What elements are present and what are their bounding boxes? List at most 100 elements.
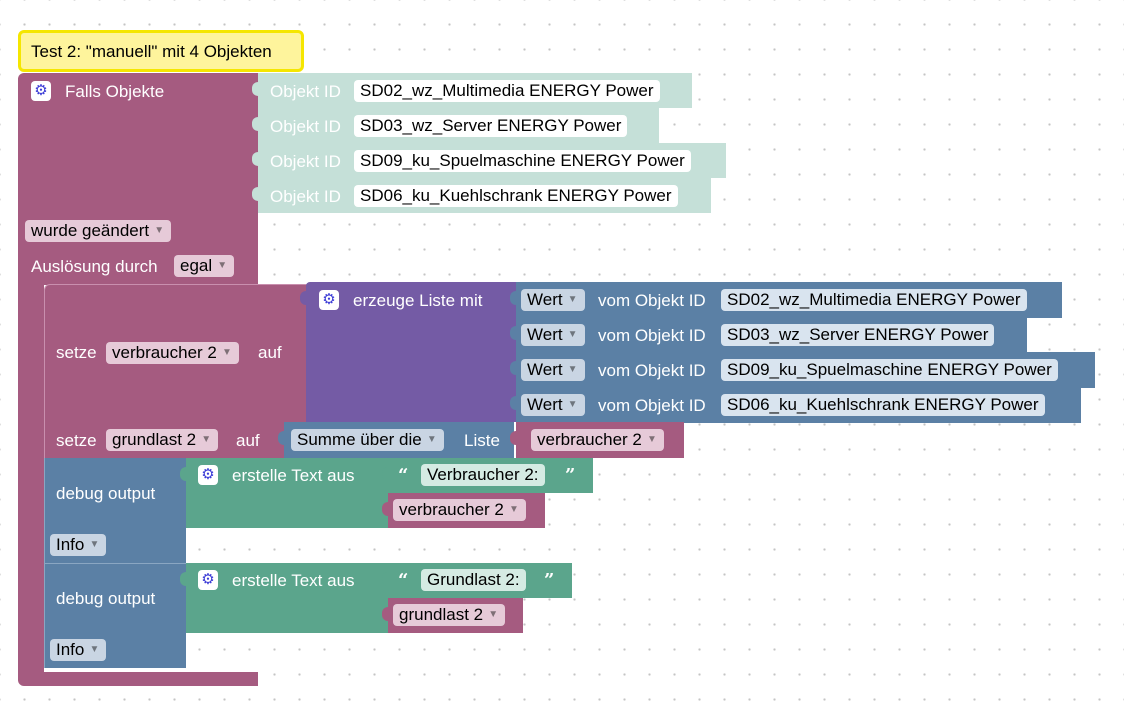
var-dropdown-2[interactable]: grundlast 2 ▼ <box>393 604 506 626</box>
chevron-down-icon: ▼ <box>89 644 100 655</box>
string-field-1[interactable]: Verbraucher 2: <box>421 464 545 486</box>
object-id-notch-4 <box>252 187 258 201</box>
object-id-notch-2 <box>252 117 258 131</box>
comment-text: Test 2: "manuell" mit 4 Objekten <box>31 42 272 61</box>
text-join-block-1[interactable] <box>186 458 388 528</box>
vom-objekt-label: vom Objekt ID <box>598 326 706 345</box>
ausloesung-label: Auslösung durch <box>31 257 158 276</box>
object-id-label: Objekt ID <box>270 152 341 171</box>
var-notch-2 <box>382 607 388 621</box>
sum-op-value: Summe über die <box>297 430 422 449</box>
create-text-label: erstelle Text aus <box>232 571 355 590</box>
value-notch-1 <box>510 291 516 305</box>
value-label: Wert <box>527 325 563 344</box>
string-notch-2 <box>382 572 388 586</box>
create-text-label: erstelle Text aus <box>232 466 355 485</box>
var-value: grundlast 2 <box>399 605 484 624</box>
value-notch-2 <box>510 326 516 340</box>
object-id-field-1[interactable]: SD02_wz_Multimedia ENERGY Power <box>354 80 660 102</box>
verbraucher-var-value: verbraucher 2 <box>112 343 217 362</box>
debug-level-value: Info <box>56 535 85 554</box>
text-join-notch-1 <box>180 467 186 481</box>
object-id-field-2[interactable]: SD03_wz_Server ENERGY Power <box>354 115 628 137</box>
text-gear-icon[interactable]: ⚙ <box>198 465 218 485</box>
create-list-notch <box>300 291 306 305</box>
value-dropdown-3[interactable]: Wert ▼ <box>521 359 585 381</box>
chevron-down-icon: ▼ <box>221 347 232 358</box>
trigger-block[interactable] <box>18 73 258 285</box>
value-notch-4 <box>510 396 516 410</box>
value-dropdown-1[interactable]: Wert ▼ <box>521 289 585 311</box>
object-id-notch-1 <box>252 82 258 96</box>
vom-objekt-label: vom Objekt ID <box>598 396 706 415</box>
open-quote-icon: “ <box>398 465 409 486</box>
sum-op-dropdown[interactable]: Summe über die ▼ <box>291 429 444 451</box>
setze-label: setze <box>56 431 97 450</box>
create-list-block[interactable] <box>306 282 516 422</box>
trigger-title: Falls Objekte <box>65 82 165 101</box>
open-quote-icon: “ <box>398 570 409 591</box>
auf-label: auf <box>236 431 260 450</box>
list-var-dropdown[interactable]: verbraucher 2 ▼ <box>531 429 664 451</box>
chevron-down-icon: ▼ <box>508 504 519 515</box>
condition-value: wurde geändert <box>31 221 150 240</box>
value-notch-3 <box>510 361 516 375</box>
value-object-field-2[interactable]: SD03_wz_Server ENERGY Power <box>721 324 995 346</box>
list-var-value: verbraucher 2 <box>537 430 642 449</box>
string-notch-1 <box>382 467 388 481</box>
text-join-block-2[interactable] <box>186 563 388 633</box>
debug-level-value: Info <box>56 640 85 659</box>
grundlast-var-dropdown[interactable]: grundlast 2 ▼ <box>106 429 219 451</box>
value-dropdown-4[interactable]: Wert ▼ <box>521 394 585 416</box>
object-id-label: Objekt ID <box>270 117 341 136</box>
chevron-down-icon: ▼ <box>217 260 228 271</box>
trigger-block-left-arm <box>18 284 44 675</box>
object-id-notch-3 <box>252 152 258 166</box>
setze-label: setze <box>56 343 97 362</box>
value-dropdown-2[interactable]: Wert ▼ <box>521 324 585 346</box>
chevron-down-icon: ▼ <box>646 434 657 445</box>
chevron-down-icon: ▼ <box>201 434 212 445</box>
value-label: Wert <box>527 290 563 309</box>
sum-list-notch <box>278 431 284 445</box>
value-object-field-3[interactable]: SD09_ku_Spuelmaschine ENERGY Power <box>721 359 1058 381</box>
object-id-field-3[interactable]: SD09_ku_Spuelmaschine ENERGY Power <box>354 150 691 172</box>
close-quote-icon: ” <box>565 465 576 486</box>
text-gear-icon[interactable]: ⚙ <box>198 570 218 590</box>
create-list-label: erzeuge Liste mit <box>353 291 483 310</box>
vom-objekt-label: vom Objekt ID <box>598 361 706 380</box>
auf-label: auf <box>258 343 282 362</box>
trigger-block-bottom <box>18 672 258 686</box>
chevron-down-icon: ▼ <box>488 609 499 620</box>
var-value: verbraucher 2 <box>399 500 504 519</box>
value-object-field-1[interactable]: SD02_wz_Multimedia ENERGY Power <box>721 289 1027 311</box>
string-field-2[interactable]: Grundlast 2: <box>421 569 526 591</box>
liste-label: Liste <box>464 431 500 450</box>
object-id-field-4[interactable]: SD06_ku_Kuehlschrank ENERGY Power <box>354 185 678 207</box>
vom-objekt-label: vom Objekt ID <box>598 291 706 310</box>
chevron-down-icon: ▼ <box>89 539 100 550</box>
object-id-label: Objekt ID <box>270 187 341 206</box>
ausloesung-value: egal <box>180 256 213 275</box>
chevron-down-icon: ▼ <box>567 294 578 305</box>
var-notch-1 <box>382 502 388 516</box>
chevron-down-icon: ▼ <box>426 434 437 445</box>
value-object-field-4[interactable]: SD06_ku_Kuehlschrank ENERGY Power <box>721 394 1045 416</box>
var-dropdown-1[interactable]: verbraucher 2 ▼ <box>393 499 526 521</box>
verbraucher-var-dropdown[interactable]: verbraucher 2 ▼ <box>106 342 239 364</box>
debug-label: debug output <box>56 589 156 608</box>
object-id-label: Objekt ID <box>270 82 341 101</box>
value-label: Wert <box>527 395 563 414</box>
comment-bubble[interactable] <box>18 30 304 72</box>
debug-level-dropdown-2[interactable]: Info ▼ <box>50 639 107 661</box>
trigger-gear-icon[interactable]: ⚙ <box>31 81 51 101</box>
debug-level-dropdown-1[interactable]: Info ▼ <box>50 534 107 556</box>
grundlast-var-value: grundlast 2 <box>112 430 197 449</box>
condition-dropdown[interactable]: wurde geändert ▼ <box>25 220 172 242</box>
debug-label: debug output <box>56 484 156 503</box>
list-gear-icon[interactable]: ⚙ <box>319 290 339 310</box>
ausloesung-dropdown[interactable]: egal ▼ <box>174 255 235 277</box>
close-quote-icon: ” <box>544 570 555 591</box>
list-var-notch <box>510 431 516 445</box>
chevron-down-icon: ▼ <box>567 364 578 375</box>
